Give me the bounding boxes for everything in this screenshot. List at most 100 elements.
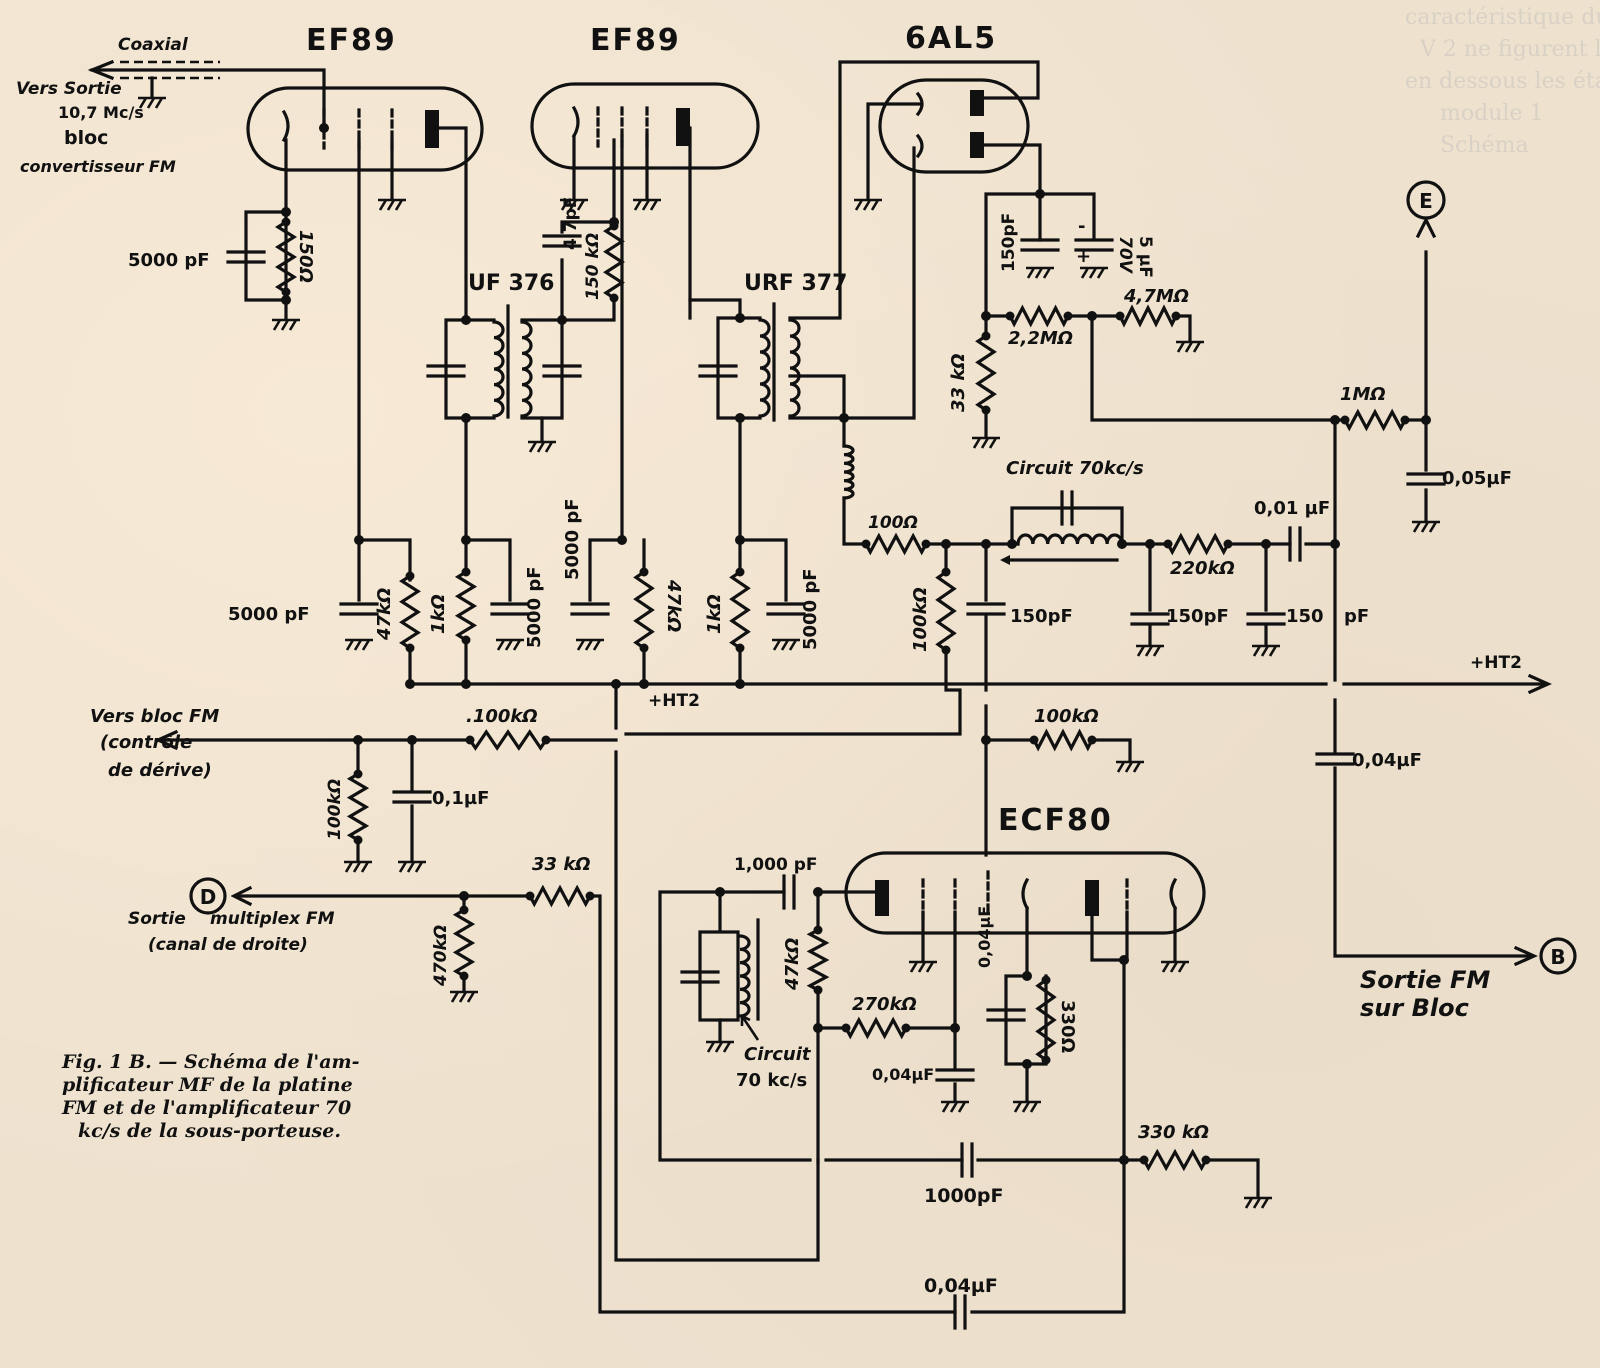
resistor-end (405, 643, 415, 653)
ghost-line: module 1 (1440, 101, 1543, 126)
component-value: 150 (1286, 606, 1324, 627)
label-vers-bloc: Vers bloc FM (90, 706, 219, 727)
component-symbols (138, 96, 1446, 1330)
junction-dot (839, 413, 849, 423)
component-value: 47kΩ (374, 588, 395, 641)
resistor (633, 569, 655, 651)
ghost-line: en dessous les étages de sortie (1405, 69, 1600, 94)
component-value: 33 kΩ (532, 854, 591, 875)
component-value: 150Ω (295, 230, 316, 283)
junction-dot (735, 313, 745, 323)
capacitor (426, 364, 466, 378)
wire-100k-grid-ground (984, 738, 1132, 762)
wire-uf376-secondary (520, 298, 616, 420)
capacitor (490, 602, 530, 616)
junction-dot (735, 679, 745, 689)
ground-icon (1116, 760, 1144, 773)
component-value: 0,01 µF (1254, 498, 1330, 519)
capacitor (1060, 490, 1074, 526)
resistor-end (639, 567, 649, 577)
resistor-end (861, 539, 871, 549)
component-value: 270kΩ (852, 994, 917, 1015)
wire-triode (1090, 910, 1129, 1162)
wire-filter-caps (1148, 542, 1268, 612)
junction-dots (281, 123, 1431, 1165)
ground-icon (528, 440, 556, 453)
ground-icon (633, 198, 661, 211)
capacitor (766, 602, 806, 616)
wire-coax (90, 68, 326, 130)
component-value: 1,000 pF (734, 855, 817, 875)
junction-dot (461, 535, 471, 545)
capacitor (226, 250, 266, 264)
wire-uf376-primary (444, 318, 496, 420)
component-value: 5000 pF (800, 568, 821, 650)
junction-dot (557, 315, 567, 325)
label-vers-sortie: Vers Sortie (16, 79, 122, 99)
junction-dot (1261, 539, 1271, 549)
ground-icon (1080, 266, 1108, 279)
resistor-end (813, 925, 823, 935)
capacitor (1130, 612, 1170, 626)
wire-70k-cap-loop (1010, 506, 1124, 546)
resistor-end (941, 645, 951, 655)
resistor-end (941, 567, 951, 577)
resistor-end (461, 567, 471, 577)
ground-icon (909, 960, 937, 973)
junction-dot (981, 539, 991, 549)
ground-icon (345, 638, 373, 651)
component-value: 4 7pF (561, 197, 581, 250)
ghost-line: caractéristique du signal multiplex (1405, 5, 1600, 30)
junction-dot (461, 679, 471, 689)
component-value: 47kΩ (782, 938, 803, 991)
capacitor (1406, 472, 1446, 486)
polarity-minus: - (1078, 216, 1085, 237)
junction-dot (609, 217, 619, 227)
component-value: 70V (1115, 236, 1135, 275)
wire-ecf-cathode (1004, 906, 1048, 1102)
coax-shield (120, 60, 220, 80)
ground-icon (1252, 644, 1280, 657)
triode-cathode (1169, 877, 1178, 911)
connector-b: B (1513, 937, 1577, 975)
coil (842, 444, 855, 500)
resistor-end (461, 635, 471, 645)
ground-icon (378, 198, 406, 211)
label-vers-bloc: (contrôle (100, 732, 192, 753)
wire-fm-out (1333, 418, 1534, 958)
wire-urf377-to-6al5-a1 (788, 60, 1040, 320)
resistor-end (405, 571, 415, 581)
coil (788, 318, 801, 418)
wire-v2-grid (560, 138, 616, 322)
label-vers-bloc: de dérive) (108, 760, 212, 781)
wire-70k-tank (698, 890, 740, 1022)
connector-d-label: D (200, 885, 217, 909)
ground-icon (941, 1100, 969, 1113)
ground-icon (560, 198, 588, 211)
resistor (346, 771, 370, 843)
ground-icon (1013, 1100, 1041, 1113)
connector-e-label: E (1419, 189, 1433, 213)
wire-det-top (984, 192, 1096, 318)
arrow-up-icon (1415, 216, 1437, 239)
wire-v2-g2 (588, 134, 624, 602)
component-value: 150pF (1010, 606, 1073, 627)
capacitor (339, 602, 379, 616)
ground-icon (576, 638, 604, 651)
component-value: 5000 pF (524, 566, 545, 648)
arrow-left-icon (230, 885, 253, 907)
component-value: 470kΩ (431, 925, 451, 987)
capacitor (782, 874, 796, 910)
resistor-end (639, 643, 649, 653)
ground-icon (138, 96, 166, 109)
resistor-end (1005, 311, 1015, 321)
capacitor (953, 1294, 967, 1330)
label-urf377: URF 377 (744, 271, 847, 296)
resistor-end (541, 735, 551, 745)
labels: Coaxial Vers Sortie 10,7 Mc/s bloc conve… (16, 35, 1522, 1091)
resistor-end (459, 905, 469, 915)
resistor (467, 729, 549, 751)
resistor (729, 569, 751, 651)
